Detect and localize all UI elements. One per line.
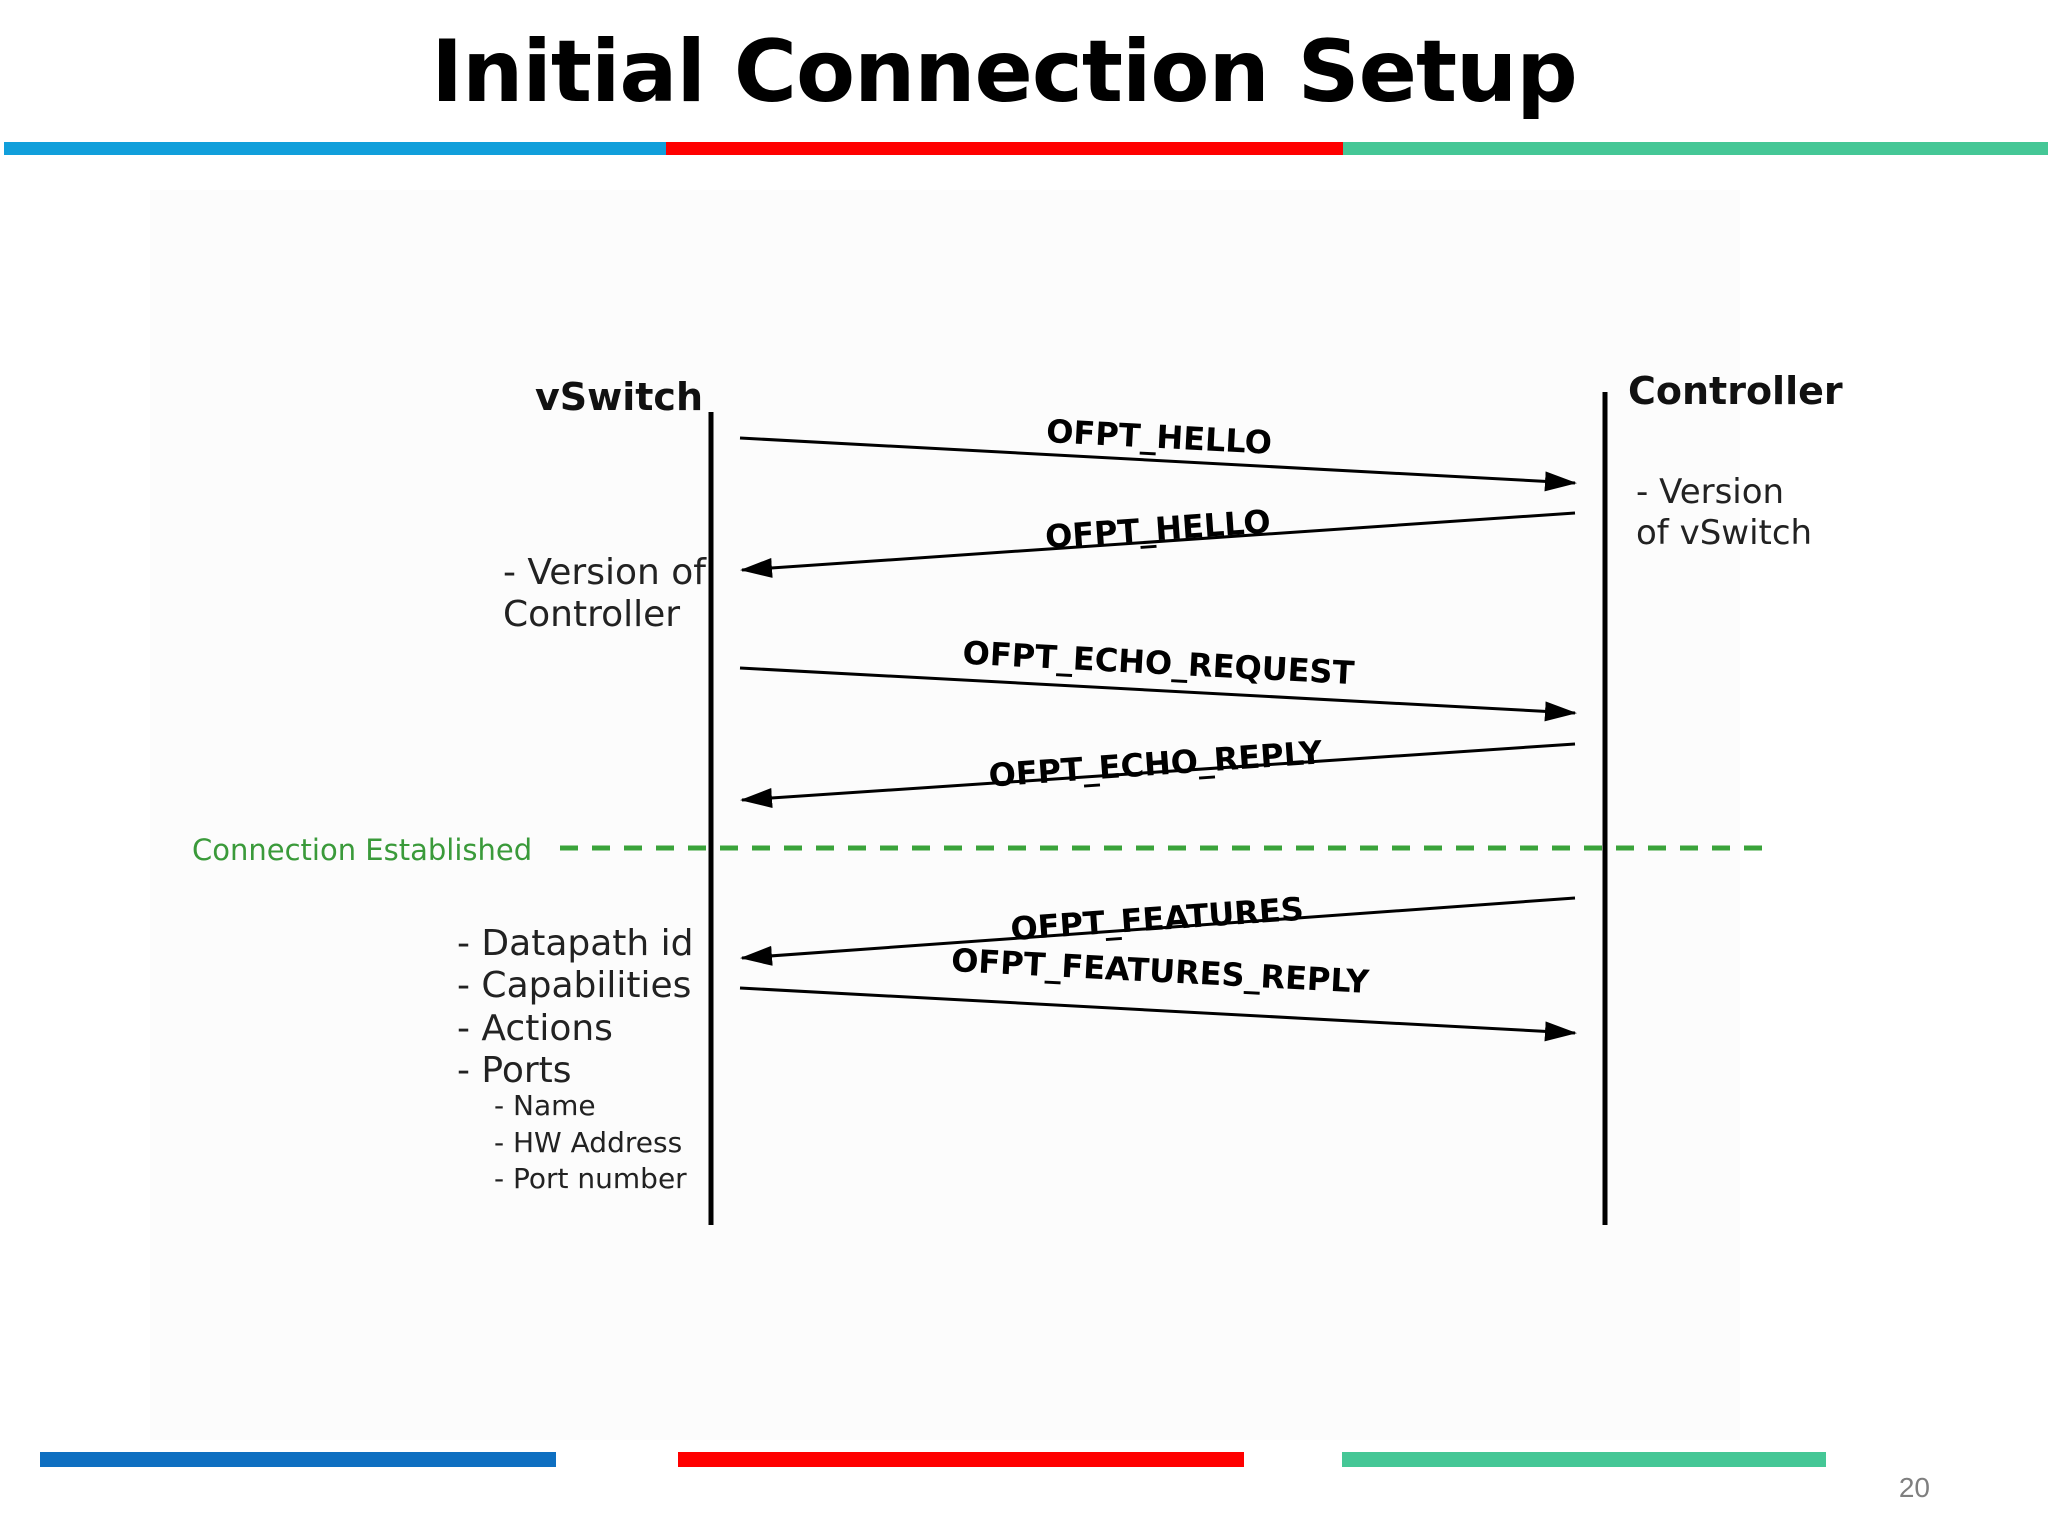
features-list-item: - Ports [457,1050,572,1091]
bottom-accent-bar-blue [40,1452,556,1467]
top-accent-bar-blue [4,142,666,155]
page-number: 20 [1898,1472,1930,1503]
top-accent-bar-red [666,142,1343,155]
ports-sublist-item: - Name [494,1089,596,1122]
controller-label: Controller [1628,369,1843,413]
page-title: Initial Connection Setup [431,22,1578,122]
vswitch-note-line-2: Controller [503,594,680,635]
features-list-item: - Datapath id [457,923,694,964]
connection-established-label: Connection Established [192,833,532,867]
message-arrow-features [740,896,1576,966]
ports-sublist-item: - HW Address [494,1126,682,1159]
message-label-hello-1: OFPT_HELLO [1045,412,1273,462]
bottom-accent-bar-red [678,1452,1244,1467]
message-label-hello-2: OFPT_HELLO [1044,502,1272,556]
message-label-features: OFPT_FEATURES [1009,890,1305,948]
message-arrow-hello-to-controller [739,436,1577,492]
diagram-background [150,190,1740,1440]
bottom-accent-bar-green [1342,1452,1826,1467]
message-label-echo-reply: OFPT_ECHO_REPLY [987,733,1324,794]
ports-sublist-item: - Port number [494,1162,687,1195]
vswitch-note-line-1: - Version of [503,552,707,593]
message-arrow-features-reply [739,986,1577,1042]
vswitch-label: vSwitch [535,375,703,419]
features-list-item: - Capabilities [457,965,691,1006]
message-arrow-hello-to-vswitch [740,511,1576,578]
features-list-item: - Actions [457,1008,613,1049]
controller-note-line-1: - Version [1636,472,1784,512]
message-label-features-reply: OFPT_FEATURES_REPLY [950,941,1370,1001]
controller-note-line-2: of vSwitch [1636,513,1812,553]
message-arrow-echo-reply [740,742,1576,808]
message-arrow-echo-request [739,666,1577,722]
top-accent-bar-green [1343,142,2048,155]
